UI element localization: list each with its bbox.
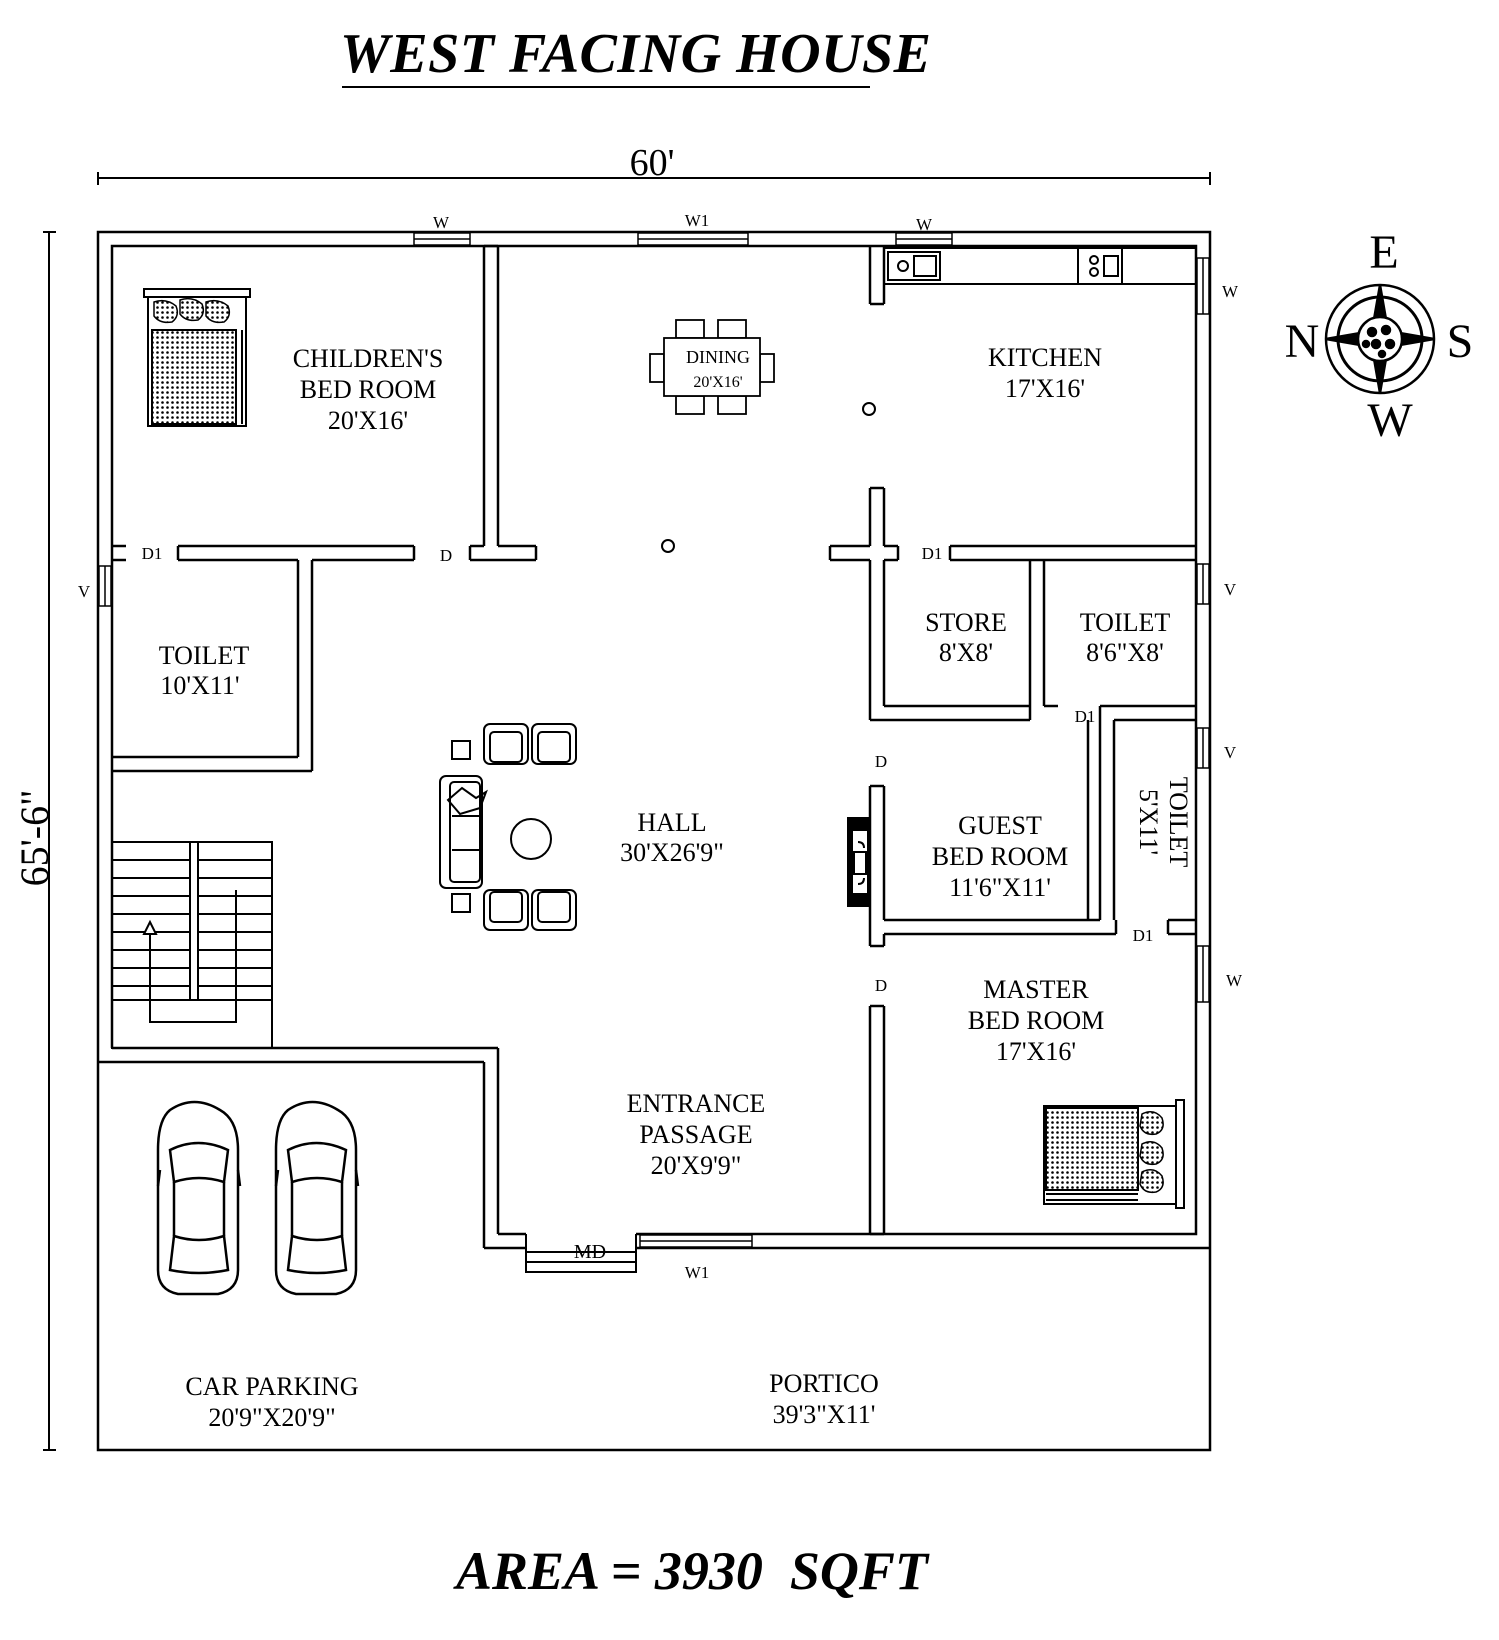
- door-label: D1: [142, 544, 163, 563]
- master-bed-room-label: MASTER: [983, 975, 1089, 1004]
- master-bed: [1043, 1099, 1185, 1209]
- car-left: [156, 1100, 242, 1296]
- door-label: D: [875, 752, 887, 771]
- car-parking-size: 20'9"X20'9": [208, 1403, 335, 1432]
- master-bed-room-label: BED ROOM: [968, 1006, 1105, 1035]
- kitchen-size: 17'X16': [1005, 374, 1085, 403]
- plan-title: WEST FACING HOUSE: [340, 23, 932, 85]
- width-label: 60': [630, 142, 675, 184]
- childrens-bed-room-label: CHILDREN'S: [293, 344, 444, 373]
- columns: [661, 402, 876, 553]
- master-bed-room-size: 17'X16': [996, 1037, 1076, 1066]
- entrance-passage-label: ENTRANCE: [627, 1089, 766, 1118]
- title-underline: [342, 86, 870, 88]
- sofa-set: [439, 723, 577, 931]
- toilet-size: 5'X11': [1134, 789, 1163, 855]
- depth-dimension: [43, 231, 56, 1451]
- door-label: D1: [1075, 707, 1096, 726]
- compass-e-label: E: [1369, 226, 1398, 279]
- compass-n-label: N: [1285, 315, 1320, 368]
- portico-label: PORTICO: [769, 1369, 879, 1398]
- toilet-size: 8'6"X8': [1086, 638, 1164, 667]
- kitchen-counter: [883, 247, 1197, 285]
- compass-w-label: W: [1367, 394, 1413, 447]
- entrance-passage-size: 20'X9'9": [651, 1151, 742, 1180]
- window-label: W: [1222, 282, 1239, 301]
- total-area-label: AREA = 3930 SQFT: [456, 1541, 928, 1601]
- guest-bed-room-label: BED ROOM: [932, 842, 1069, 871]
- ventilator-label: V: [78, 582, 91, 601]
- toilet-size: 10'X11': [160, 671, 239, 700]
- store-size: 8'X8': [939, 638, 993, 667]
- room-labels: CHILDREN'S BED ROOM 20'X16' KITCHEN 17'X…: [159, 343, 1171, 1432]
- compass-s-label: S: [1447, 315, 1474, 368]
- toilet-label: TOILET: [1080, 608, 1171, 637]
- car-right: [274, 1100, 360, 1296]
- entrance-passage-label: PASSAGE: [639, 1120, 752, 1149]
- guest-bed-room-size: 11'6"X11': [949, 873, 1051, 902]
- main-door-step: [525, 1234, 637, 1273]
- toilet-label: TOILET: [1164, 777, 1193, 868]
- depth-label: 65'-6": [12, 790, 57, 887]
- ventilator-label: V: [1224, 743, 1237, 762]
- width-dimension: [97, 172, 1211, 185]
- hall-label: HALL: [637, 808, 706, 837]
- window-label: W1: [685, 1263, 710, 1282]
- door-label: D: [875, 976, 887, 995]
- portico-size: 39'3"X11': [773, 1400, 876, 1429]
- toilet-label: TOILET: [159, 641, 250, 670]
- main-door-label: MD: [574, 1241, 606, 1263]
- windows: [98, 232, 1210, 1248]
- door-label: D1: [922, 544, 943, 563]
- door-label: D1: [1133, 926, 1154, 945]
- dining-size: 20'X16': [693, 374, 742, 391]
- hall-size: 30'X26'9": [620, 838, 724, 867]
- kitchen-label: KITCHEN: [988, 343, 1102, 372]
- tv-unit: [847, 817, 871, 907]
- dining-table: [649, 319, 775, 415]
- store-label: STORE: [925, 608, 1007, 637]
- childrens-bed-room-size: 20'X16': [328, 406, 408, 435]
- childrens-bed-room-label: BED ROOM: [300, 375, 437, 404]
- car-parking-label: CAR PARKING: [185, 1372, 358, 1401]
- guest-bed-room-label: GUEST: [958, 811, 1042, 840]
- childrens-bed: [143, 288, 251, 427]
- window-label: W1: [685, 211, 710, 230]
- small-toilet-label-group: TOILET 5'X11': [1134, 777, 1193, 868]
- window-label: W: [916, 215, 933, 234]
- dining-label: DINING: [686, 347, 750, 367]
- walls: [96, 230, 1212, 1452]
- ventilator-label: V: [1224, 580, 1237, 599]
- door-label: D: [440, 546, 452, 565]
- compass-rose-icon: [1324, 283, 1436, 395]
- window-label: W: [433, 213, 450, 232]
- staircase: [111, 841, 273, 1049]
- opening-labels: W W1 W W V V V W W1 D1 D D1 D1 D D1 D: [78, 211, 1243, 1282]
- window-label: W: [1226, 971, 1243, 990]
